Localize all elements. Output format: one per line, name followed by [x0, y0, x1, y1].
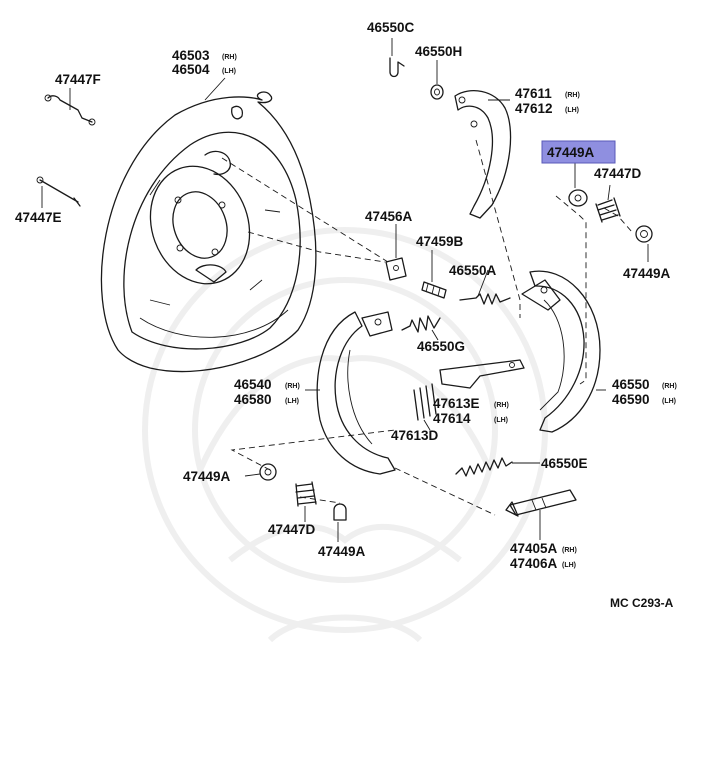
label-46550E: 46550E	[541, 456, 588, 471]
label-46550-side: (RH)	[662, 383, 677, 390]
label-46503-side: (RH)	[222, 54, 237, 61]
label-47456A: 47456A	[365, 209, 413, 224]
label-46550A: 46550A	[449, 263, 497, 278]
part-47449A-bottom-cup	[333, 503, 347, 521]
part-47449A-top-washer	[568, 189, 588, 207]
callout-labels: 46550C 46550H 47447F 46503 (RH) 46504 (L…	[15, 20, 677, 610]
label-47406A: 47406A	[510, 556, 558, 571]
part-47447D-top-spring	[595, 197, 621, 223]
part-47613E-strut	[439, 359, 525, 389]
label-46504: 46504	[172, 62, 210, 77]
highlight-box	[541, 140, 616, 164]
part-47456A-plate	[385, 257, 407, 281]
label-46590-side: (LH)	[662, 398, 676, 405]
part-46550G-spring	[401, 315, 441, 333]
label-47405A-side: (RH)	[562, 547, 577, 554]
part-46550H-washer	[430, 84, 444, 100]
label-47613E-side: (RH)	[494, 402, 509, 409]
label-47447E: 47447E	[15, 210, 62, 225]
label-47614: 47614	[433, 411, 471, 426]
label-47447F: 47447F	[55, 72, 101, 87]
part-47405A-adjuster	[505, 489, 577, 517]
part-46550-brake-shoe	[521, 270, 601, 433]
part-46550E-spring	[455, 457, 513, 477]
label-46540: 46540	[234, 377, 272, 392]
part-46540-brake-shoe	[316, 311, 396, 475]
label-47612-side: (LH)	[565, 107, 579, 114]
label-46580: 46580	[234, 392, 272, 407]
part-47613D-spring	[413, 383, 437, 421]
label-47449A-left: 47449A	[183, 469, 231, 484]
label-46503: 46503	[172, 48, 210, 63]
label-47611-side: (RH)	[565, 92, 580, 99]
label-47449A-highlighted[interactable]: 47449A	[547, 145, 595, 160]
label-46550: 46550	[612, 377, 650, 392]
leader-lines	[41, 38, 649, 542]
label-47405A: 47405A	[510, 541, 558, 556]
label-47613E: 47613E	[433, 396, 480, 411]
part-47447E-pin	[36, 176, 81, 207]
part-46550A-spring	[459, 293, 511, 305]
label-47449A-bottom: 47449A	[318, 544, 366, 559]
part-47449A-right-cup	[635, 225, 653, 243]
label-47447D-bottom: 47447D	[268, 522, 316, 537]
part-47447F-clip	[44, 94, 96, 126]
part-47611-lever	[454, 90, 512, 219]
diagram-ref-code: MC C293-A	[610, 596, 674, 610]
part-47447D-bottom-spring	[295, 481, 317, 507]
label-47612: 47612	[515, 101, 553, 116]
label-46580-side: (LH)	[285, 398, 299, 405]
label-47614-side: (LH)	[494, 417, 508, 424]
part-47449A-left-washer	[259, 463, 277, 481]
watermark	[142, 227, 548, 643]
label-47611: 47611	[515, 86, 552, 101]
part-47459B-pin	[421, 281, 447, 299]
label-46550C: 46550C	[367, 20, 415, 35]
label-47449A-right: 47449A	[623, 266, 671, 281]
part-46550C-clip	[389, 57, 405, 78]
label-46504-side: (LH)	[222, 68, 236, 75]
label-46550H: 46550H	[415, 44, 462, 59]
label-47447D-top: 47447D	[594, 166, 642, 181]
backing-plate	[100, 91, 317, 373]
label-46550G: 46550G	[417, 339, 465, 354]
label-47459B: 47459B	[416, 234, 464, 249]
label-46590: 46590	[612, 392, 650, 407]
label-47406A-side: (LH)	[562, 562, 576, 569]
assembly-lines	[221, 139, 633, 516]
label-47613D: 47613D	[391, 428, 439, 443]
label-46540-side: (RH)	[285, 383, 300, 390]
